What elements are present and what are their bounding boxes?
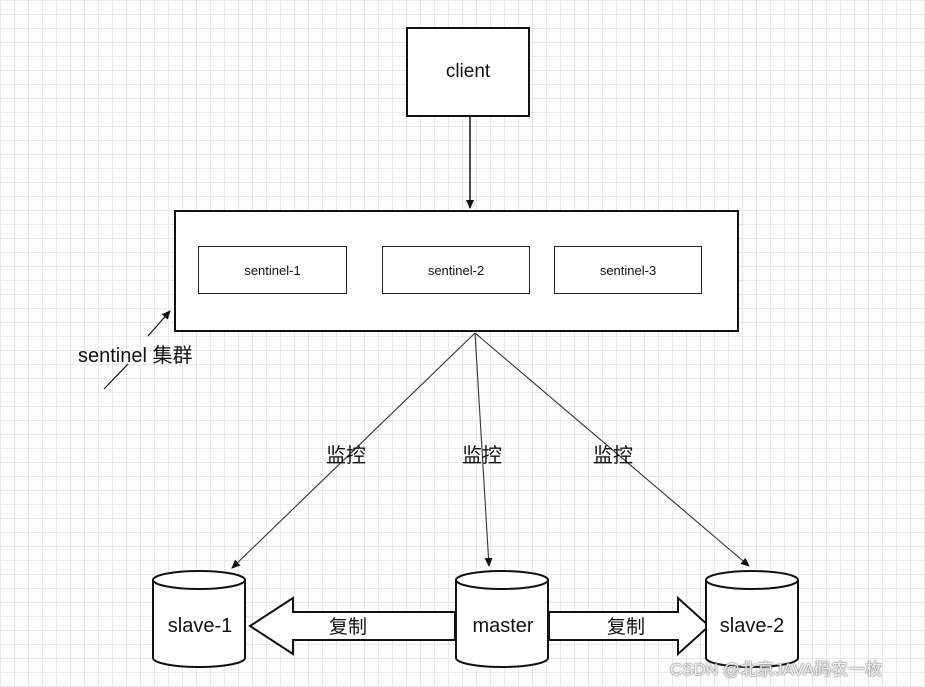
replication-label-right: 复制 bbox=[607, 617, 646, 638]
replication-label-left: 复制 bbox=[329, 617, 368, 638]
cluster-label: sentinel 集群 bbox=[78, 345, 193, 367]
sentinel-label: sentinel-1 bbox=[244, 262, 301, 278]
monitor-arrow-slave-2 bbox=[474, 332, 750, 567]
sentinel-node-2: sentinel-2 bbox=[382, 246, 530, 294]
replication-arrow-right bbox=[548, 595, 711, 657]
master-label: master bbox=[472, 615, 534, 637]
monitor-label-center: 监控 bbox=[462, 445, 502, 467]
db-cylinder-master bbox=[455, 570, 549, 668]
cluster-label-tail bbox=[103, 363, 129, 390]
monitor-arrow-master bbox=[474, 332, 493, 567]
cluster-label-pointer bbox=[147, 310, 171, 337]
replication-arrow-left bbox=[248, 596, 456, 656]
sentinel-node-3: sentinel-3 bbox=[554, 246, 702, 294]
db-cylinder-slave-2 bbox=[705, 570, 799, 668]
db-cylinder-slave-1 bbox=[152, 570, 246, 668]
monitor-label-right: 监控 bbox=[593, 445, 633, 467]
monitor-label-left: 监控 bbox=[326, 445, 366, 467]
client-node: client bbox=[406, 27, 530, 117]
sentinel-node-1: sentinel-1 bbox=[198, 246, 347, 294]
slave-2-label: slave-2 bbox=[719, 615, 785, 637]
client-label: client bbox=[445, 61, 491, 82]
monitor-arrow-slave-1 bbox=[231, 332, 476, 569]
watermark-text: CSDN @北京JAVA码农一枚 bbox=[670, 660, 883, 679]
slave-1-label: slave-1 bbox=[167, 615, 233, 637]
sentinel-label: sentinel-2 bbox=[427, 262, 485, 278]
sentinel-label: sentinel-3 bbox=[599, 262, 657, 278]
